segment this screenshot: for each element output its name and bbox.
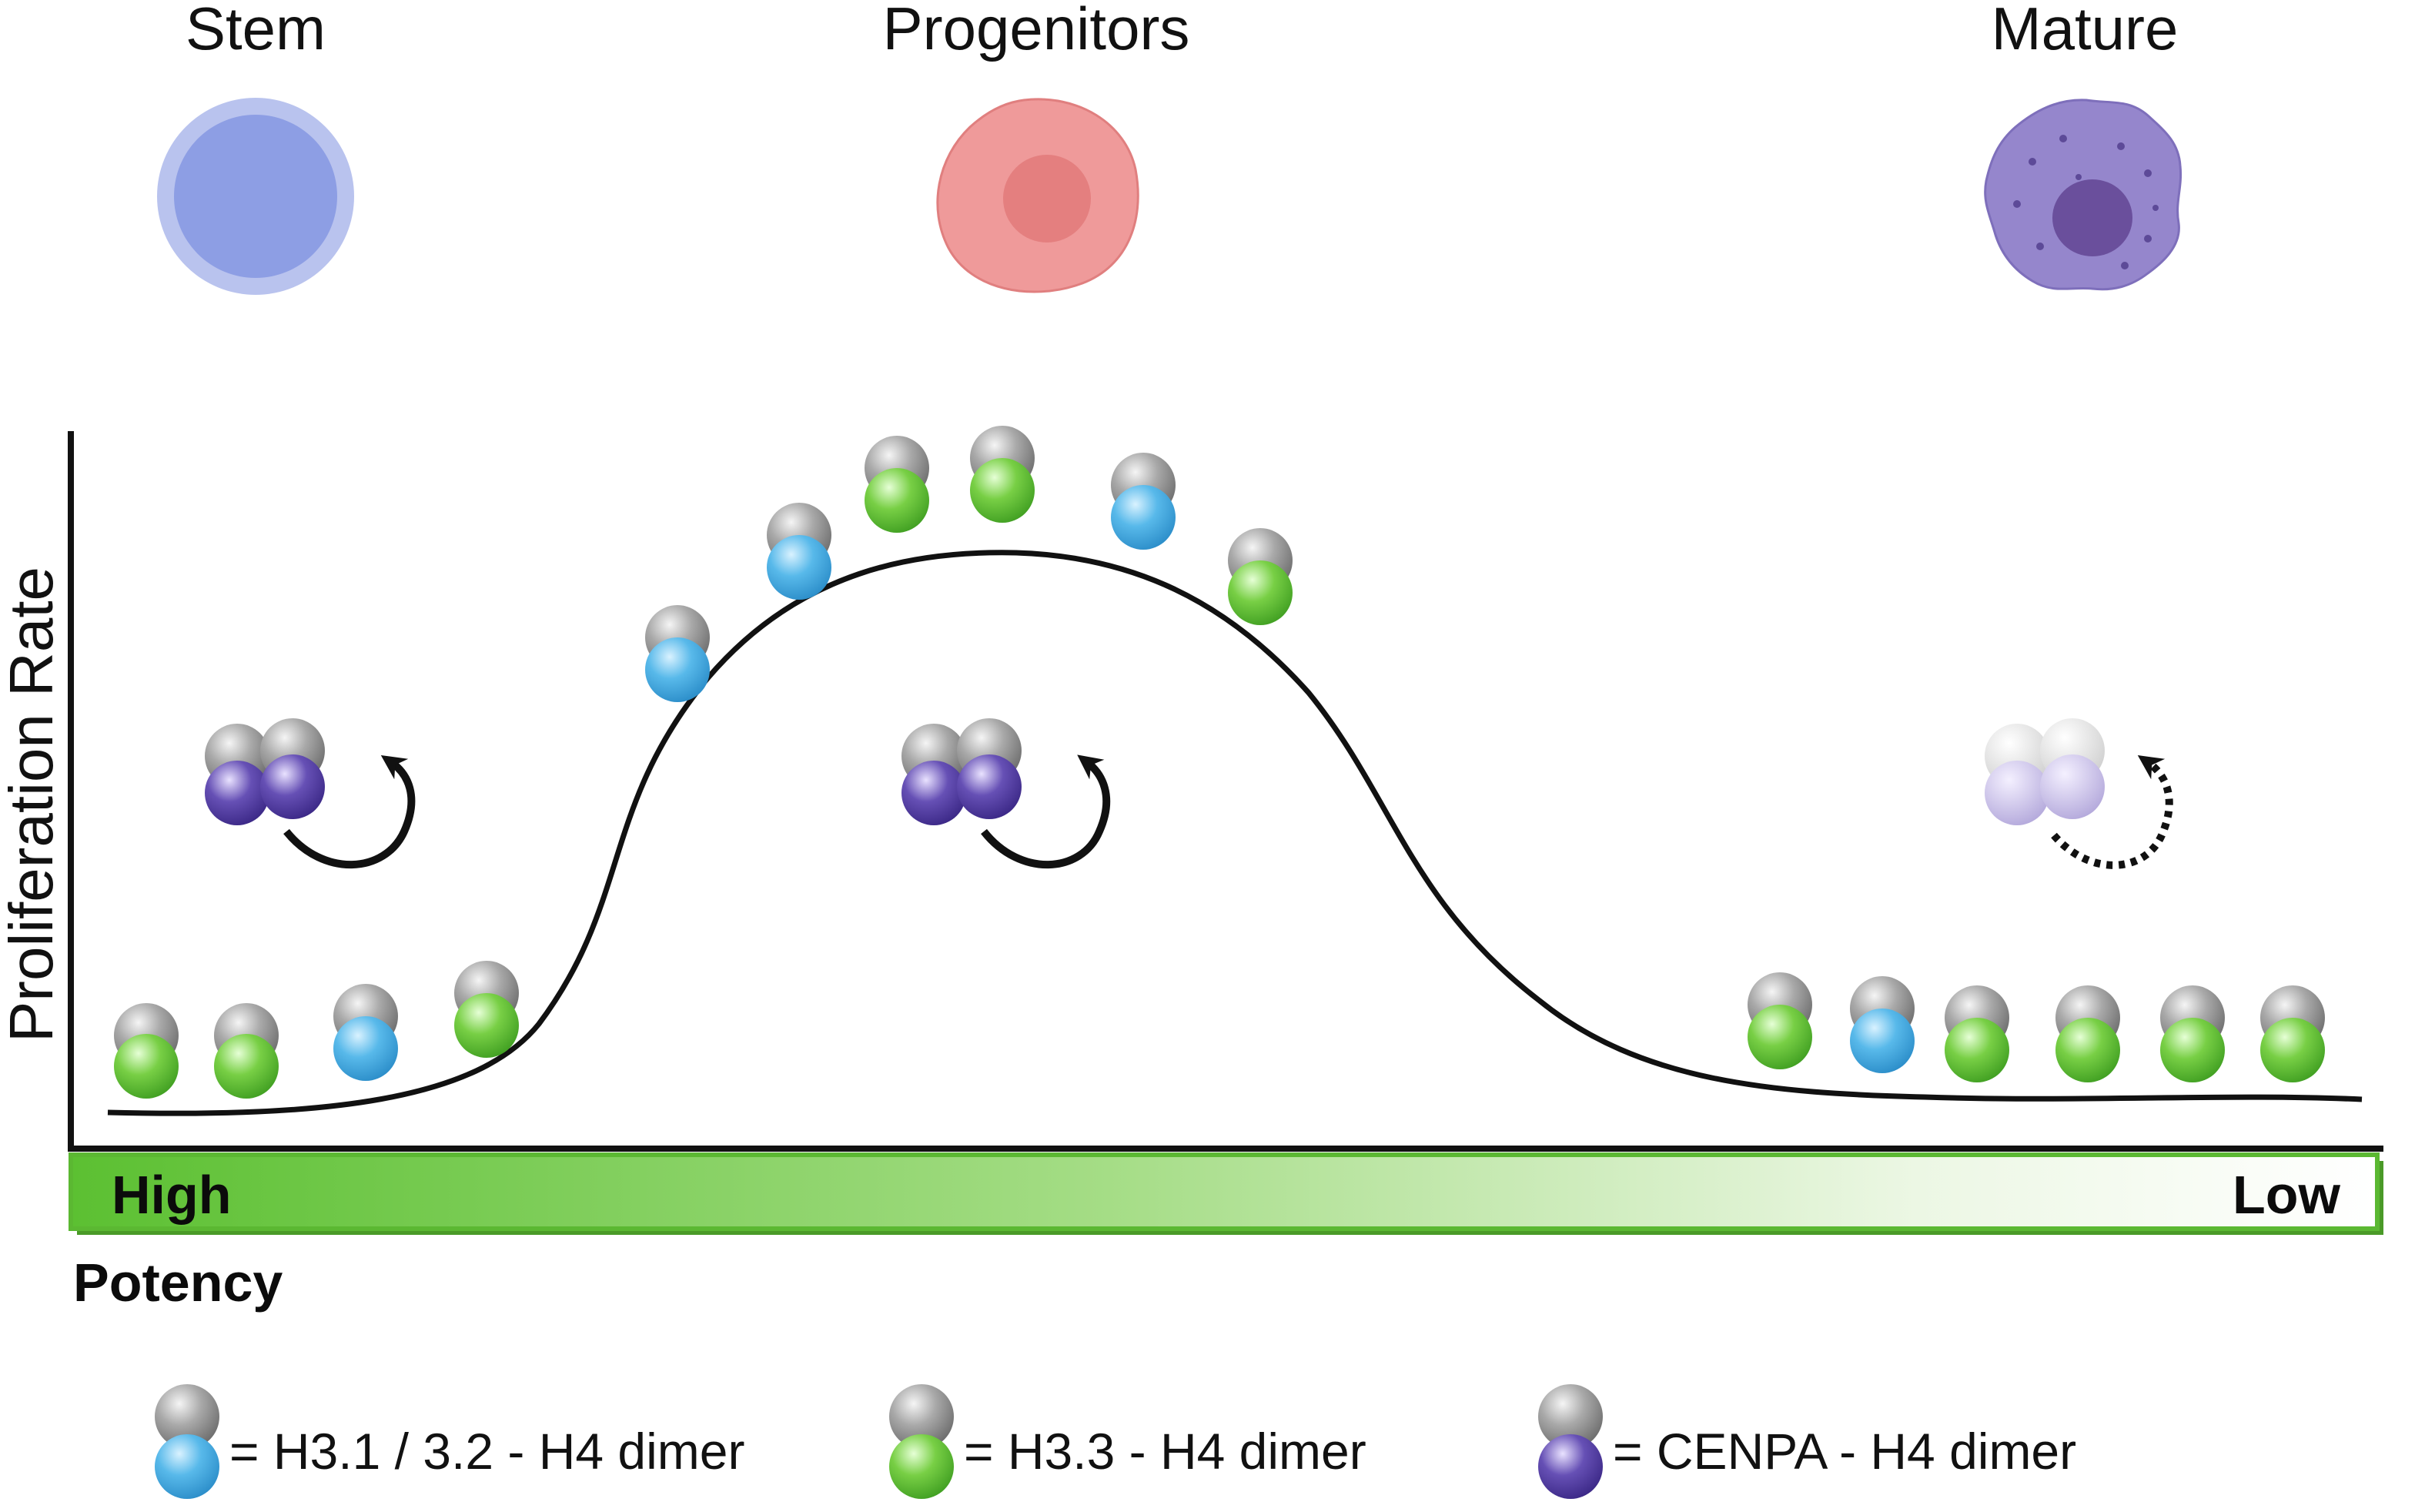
h33-dimer [114, 1003, 179, 1099]
h33-dimer [1748, 972, 1812, 1069]
progenitor-cell-icon [936, 98, 1139, 293]
h31-dimer [645, 605, 710, 702]
recycle-arrow-dashed-icon [2051, 754, 2173, 869]
cenpa-tetramer-stem [205, 718, 325, 825]
legend-cenpa-label: = CENPA - H4 dimer [1613, 1423, 2076, 1480]
cenpa-tetramer-progenitor [901, 718, 1022, 825]
mature-cell-icon [1984, 99, 2182, 291]
h33-dimer [2160, 985, 2225, 1082]
mature-label: Mature [1992, 0, 2179, 62]
proliferation-curve [107, 550, 2363, 1116]
h31-dimer [333, 984, 398, 1081]
stem-cell-icon [157, 98, 354, 295]
legend-cenpa-icon [1538, 1384, 1603, 1499]
legend-h33-label: = H3.3 - H4 dimer [964, 1423, 1366, 1480]
h31-dimer [1111, 453, 1176, 550]
h33-dimer [1228, 528, 1293, 625]
h33-dimer [2055, 985, 2120, 1082]
legend-h31-icon [155, 1384, 219, 1499]
cenpa-tetramer-mature-faded [1985, 718, 2105, 825]
recycle-arrow-icon [283, 754, 416, 869]
h33-dimer [2260, 985, 2325, 1082]
h33-dimer [454, 961, 519, 1058]
h31-dimer [767, 503, 831, 600]
recycle-arrow-icon [981, 754, 1111, 869]
y-axis-label: Proliferation Rate [0, 567, 65, 1042]
potency-bar [69, 1152, 2383, 1235]
legend-h31-label: = H3.1 / 3.2 - H4 dimer [229, 1423, 744, 1480]
h33-dimer [865, 436, 929, 533]
h33-dimer [1945, 985, 2009, 1082]
potency-label: Potency [73, 1253, 283, 1313]
legend-h33-icon [889, 1384, 954, 1499]
legend: = H3.1 / 3.2 - H4 dimer = H3.3 - H4 dime… [155, 1384, 2076, 1499]
h33-dimer [214, 1003, 279, 1099]
stem-label: Stem [186, 0, 326, 62]
h33-dimer [970, 426, 1035, 523]
progenitors-label: Progenitors [883, 0, 1190, 62]
potency-high-label: High [112, 1165, 232, 1225]
potency-low-label: Low [2233, 1165, 2341, 1225]
h31-dimer [1850, 976, 1915, 1073]
